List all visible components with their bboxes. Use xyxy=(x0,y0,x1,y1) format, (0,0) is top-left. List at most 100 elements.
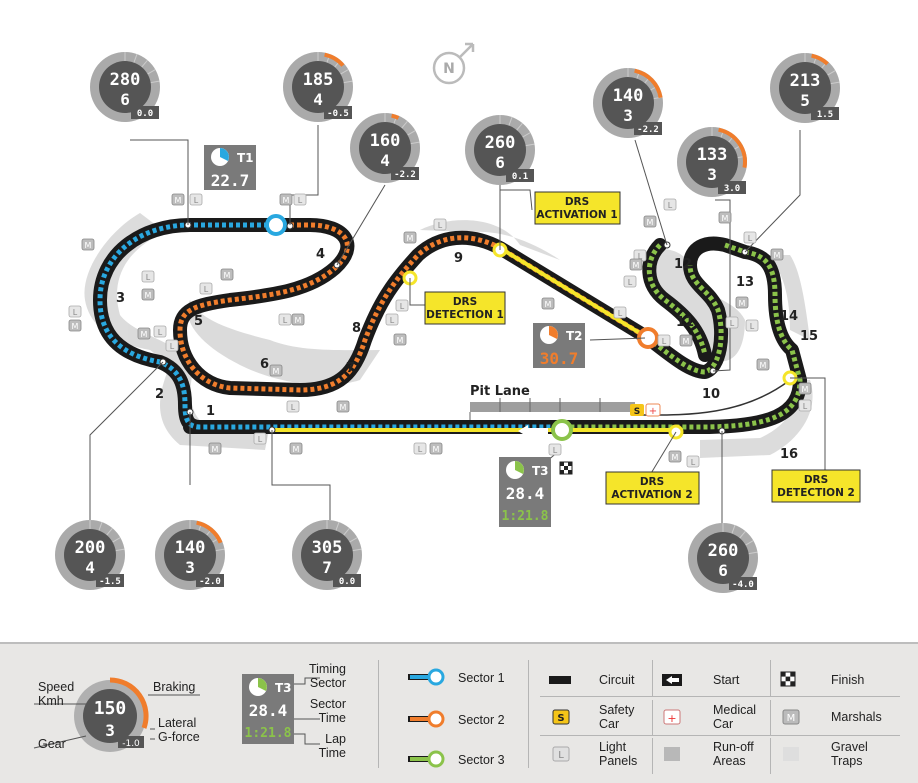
sector1-marker xyxy=(265,214,287,236)
marshal-marker: M xyxy=(141,288,155,301)
light-panel-marker: L xyxy=(798,399,812,412)
legend-kmh: Kmh xyxy=(38,694,64,708)
legend-start: Start xyxy=(713,673,740,687)
turn-5: 5 xyxy=(194,314,203,329)
legend-light-panel-icon xyxy=(552,746,570,762)
svg-text:L: L xyxy=(291,403,296,412)
svg-text:M: M xyxy=(633,261,640,270)
turn-16: 16 xyxy=(780,447,798,462)
gauge-speed: 185 xyxy=(303,70,334,90)
sector3-marker xyxy=(551,419,573,441)
legend-gravel-icon xyxy=(783,747,799,761)
svg-text:M: M xyxy=(85,241,92,250)
svg-text:L: L xyxy=(750,322,755,331)
gauge-speed: 200 xyxy=(75,538,106,558)
marshal-marker: M xyxy=(718,211,732,224)
gauge-gforce: -2.2 xyxy=(637,125,659,135)
svg-text:3: 3 xyxy=(105,721,115,740)
gauge-gear: 6 xyxy=(718,561,728,580)
svg-text:DETECTION 2: DETECTION 2 xyxy=(777,487,855,499)
svg-text:M: M xyxy=(545,300,552,309)
gauge-gforce: -1.5 xyxy=(99,577,121,587)
gauge-gear: 4 xyxy=(85,558,95,577)
svg-text:150: 150 xyxy=(94,698,127,719)
svg-text:M: M xyxy=(774,251,781,260)
marshal-marker: M xyxy=(798,382,812,395)
svg-text:M: M xyxy=(407,234,414,243)
svg-text:N: N xyxy=(443,61,455,77)
svg-text:M: M xyxy=(722,214,729,223)
sector-lines xyxy=(97,222,803,430)
svg-text:1:21.8: 1:21.8 xyxy=(502,509,549,524)
svg-text:1:21.8: 1:21.8 xyxy=(245,726,292,741)
marshal-marker: M xyxy=(220,268,234,281)
legend-lateral: Lateral xyxy=(158,716,197,730)
svg-text:L: L xyxy=(662,337,667,346)
turn-7: 7 xyxy=(346,361,355,376)
svg-text:L: L xyxy=(298,196,303,205)
light-panel-marker: L xyxy=(278,313,292,326)
svg-text:M: M xyxy=(683,337,690,346)
light-panel-marker: L xyxy=(623,275,637,288)
svg-text:L: L xyxy=(748,234,753,243)
svg-text:L: L xyxy=(158,328,163,337)
start-icon xyxy=(518,425,548,437)
gauge-gforce: -0.5 xyxy=(327,109,349,119)
svg-text:M: M xyxy=(175,196,182,205)
gauge-gear: 6 xyxy=(120,90,130,109)
gauge-gforce: 1.5 xyxy=(817,110,833,120)
legend-timing-box: T3 28.4 1:21.8 xyxy=(242,674,294,744)
svg-text:DRS: DRS xyxy=(565,196,589,208)
svg-text:-1.0: -1.0 xyxy=(122,739,140,749)
turn-1: 1 xyxy=(206,404,215,419)
drs-detection-1: DRS DETECTION 1 xyxy=(424,291,506,325)
svg-text:M: M xyxy=(672,453,679,462)
svg-text:L: L xyxy=(283,316,288,325)
turn-13: 13 xyxy=(736,275,754,290)
svg-text:DRS: DRS xyxy=(640,476,664,488)
marshal-marker: M xyxy=(289,442,303,455)
svg-text:M: M xyxy=(283,196,290,205)
svg-text:L: L xyxy=(618,309,623,318)
light-panel-marker: L xyxy=(293,193,307,206)
gauge-gear: 3 xyxy=(707,165,717,184)
marshal-marker: M xyxy=(279,193,293,206)
gauge-speed: 160 xyxy=(370,131,401,151)
light-panel-marker: L xyxy=(686,455,700,468)
svg-text:L: L xyxy=(390,316,395,325)
svg-text:L: L xyxy=(146,273,151,282)
light-panel-marker: L xyxy=(745,319,759,332)
svg-text:L: L xyxy=(194,196,199,205)
marshal-marker: M xyxy=(429,442,443,455)
svg-text:M: M xyxy=(787,713,796,724)
legend-light: Light xyxy=(599,740,627,754)
marshal-marker: M xyxy=(269,364,283,377)
svg-text:M: M xyxy=(397,336,404,345)
svg-text:M: M xyxy=(212,445,219,454)
light-panel-marker: L xyxy=(199,282,213,295)
svg-text:M: M xyxy=(647,218,654,227)
svg-text:L: L xyxy=(258,435,263,444)
legend-medical-car: Car xyxy=(713,717,734,731)
legend-marshals: Marshals xyxy=(831,710,882,724)
light-panel-marker: L xyxy=(725,316,739,329)
svg-text:L: L xyxy=(730,319,735,328)
turn-12: 12 xyxy=(674,257,692,272)
legend-speed: Speed xyxy=(38,680,75,694)
legend-sector-time: Time xyxy=(318,711,346,725)
speed-gauges: 28060.01854-0.51604-2.226060.11403-2.213… xyxy=(55,52,840,593)
gauge-speed: 213 xyxy=(790,71,821,91)
svg-text:DRS: DRS xyxy=(453,296,477,308)
light-panel-marker: L xyxy=(743,231,757,244)
legend-light-panels: Panels xyxy=(599,754,638,768)
turn-10: 10 xyxy=(702,387,720,402)
legend-gforce: G-force xyxy=(158,730,200,744)
svg-text:DETECTION 1: DETECTION 1 xyxy=(426,309,504,321)
light-panel-marker: L xyxy=(189,193,203,206)
svg-text:T2: T2 xyxy=(566,329,583,343)
